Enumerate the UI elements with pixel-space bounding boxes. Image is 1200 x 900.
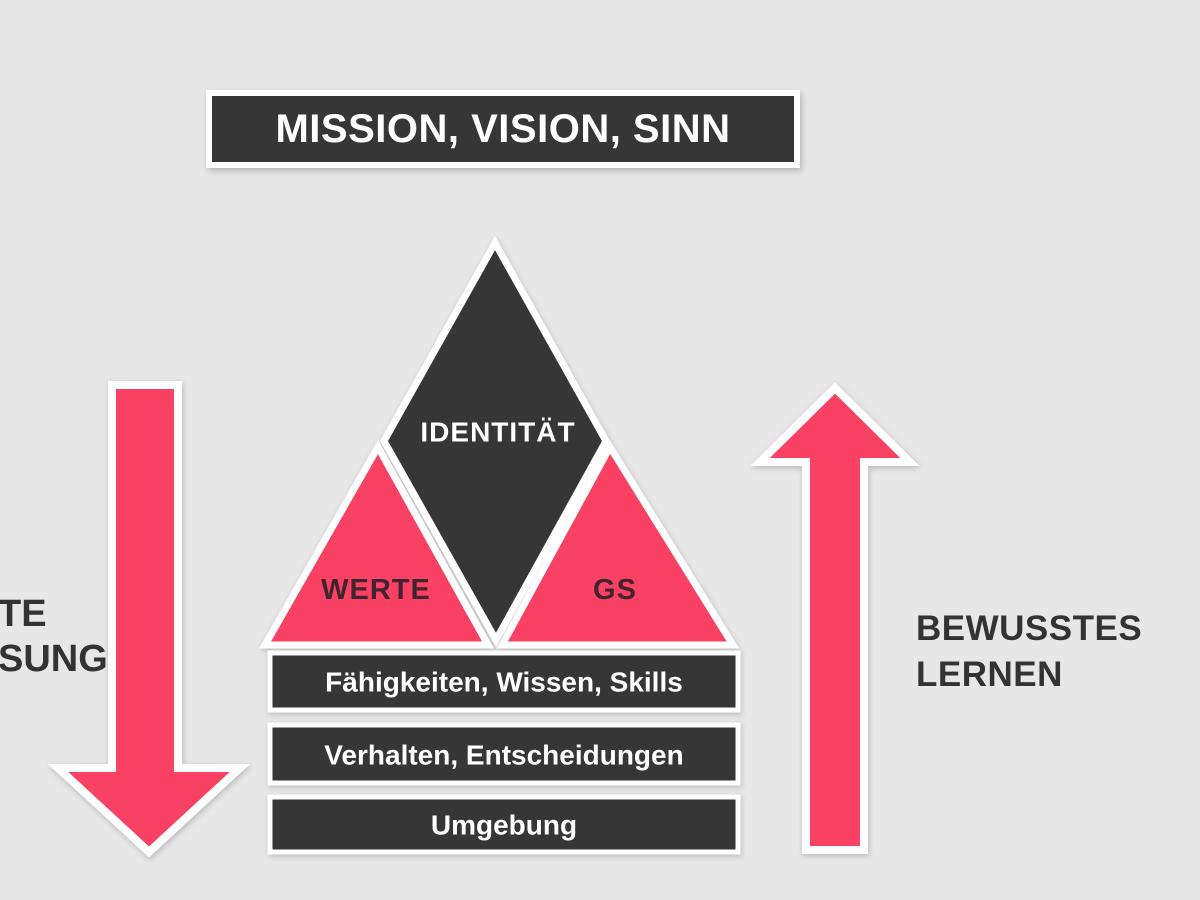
up-arrow <box>750 382 920 854</box>
pyramid-diagram: IDENTITÄT WERTE GS Fähigkeiten, Wissen, … <box>258 235 741 855</box>
up-arrow-shape <box>750 382 920 854</box>
title-box: MISSION, VISION, SINN <box>206 90 800 168</box>
bar-skills-label: Fähigkeiten, Wissen, Skills <box>325 667 683 698</box>
left-arrow-label-line1: TE <box>0 593 47 635</box>
title-text: MISSION, VISION, SINN <box>275 106 731 151</box>
down-arrow <box>47 381 251 858</box>
down-arrow-shape <box>47 381 251 858</box>
bar-environment <box>267 794 741 855</box>
identity-label: IDENTITÄT <box>420 417 575 448</box>
right-arrow-label-line1: BEWUSSTES <box>916 609 1143 648</box>
werte-triangle <box>258 439 494 649</box>
bar-environment-label: Umgebung <box>431 810 577 841</box>
bar-behavior <box>267 722 741 786</box>
bar-behavior-label: Verhalten, Entscheidungen <box>324 740 683 771</box>
gs-label: GS <box>593 574 637 606</box>
identity-diamond <box>379 235 611 648</box>
gs-triangle <box>496 440 740 649</box>
left-arrow-label: TE SUNG <box>0 592 108 682</box>
bar-skills <box>267 650 741 713</box>
left-arrow-label-line2: SUNG <box>0 638 108 680</box>
werte-label: WERTE <box>321 574 431 606</box>
right-arrow-label: BEWUSSTES LERNEN <box>916 606 1142 698</box>
right-arrow-label-line2: LERNEN <box>916 655 1063 694</box>
